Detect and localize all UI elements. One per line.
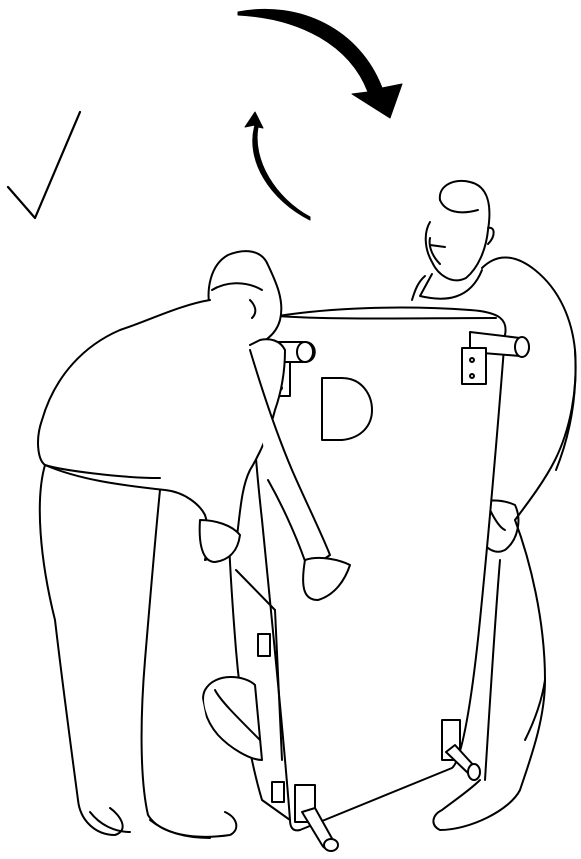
handle-cutout [322, 378, 372, 440]
rotate-arrows-icon [238, 9, 402, 220]
checkmark-icon [8, 112, 80, 218]
